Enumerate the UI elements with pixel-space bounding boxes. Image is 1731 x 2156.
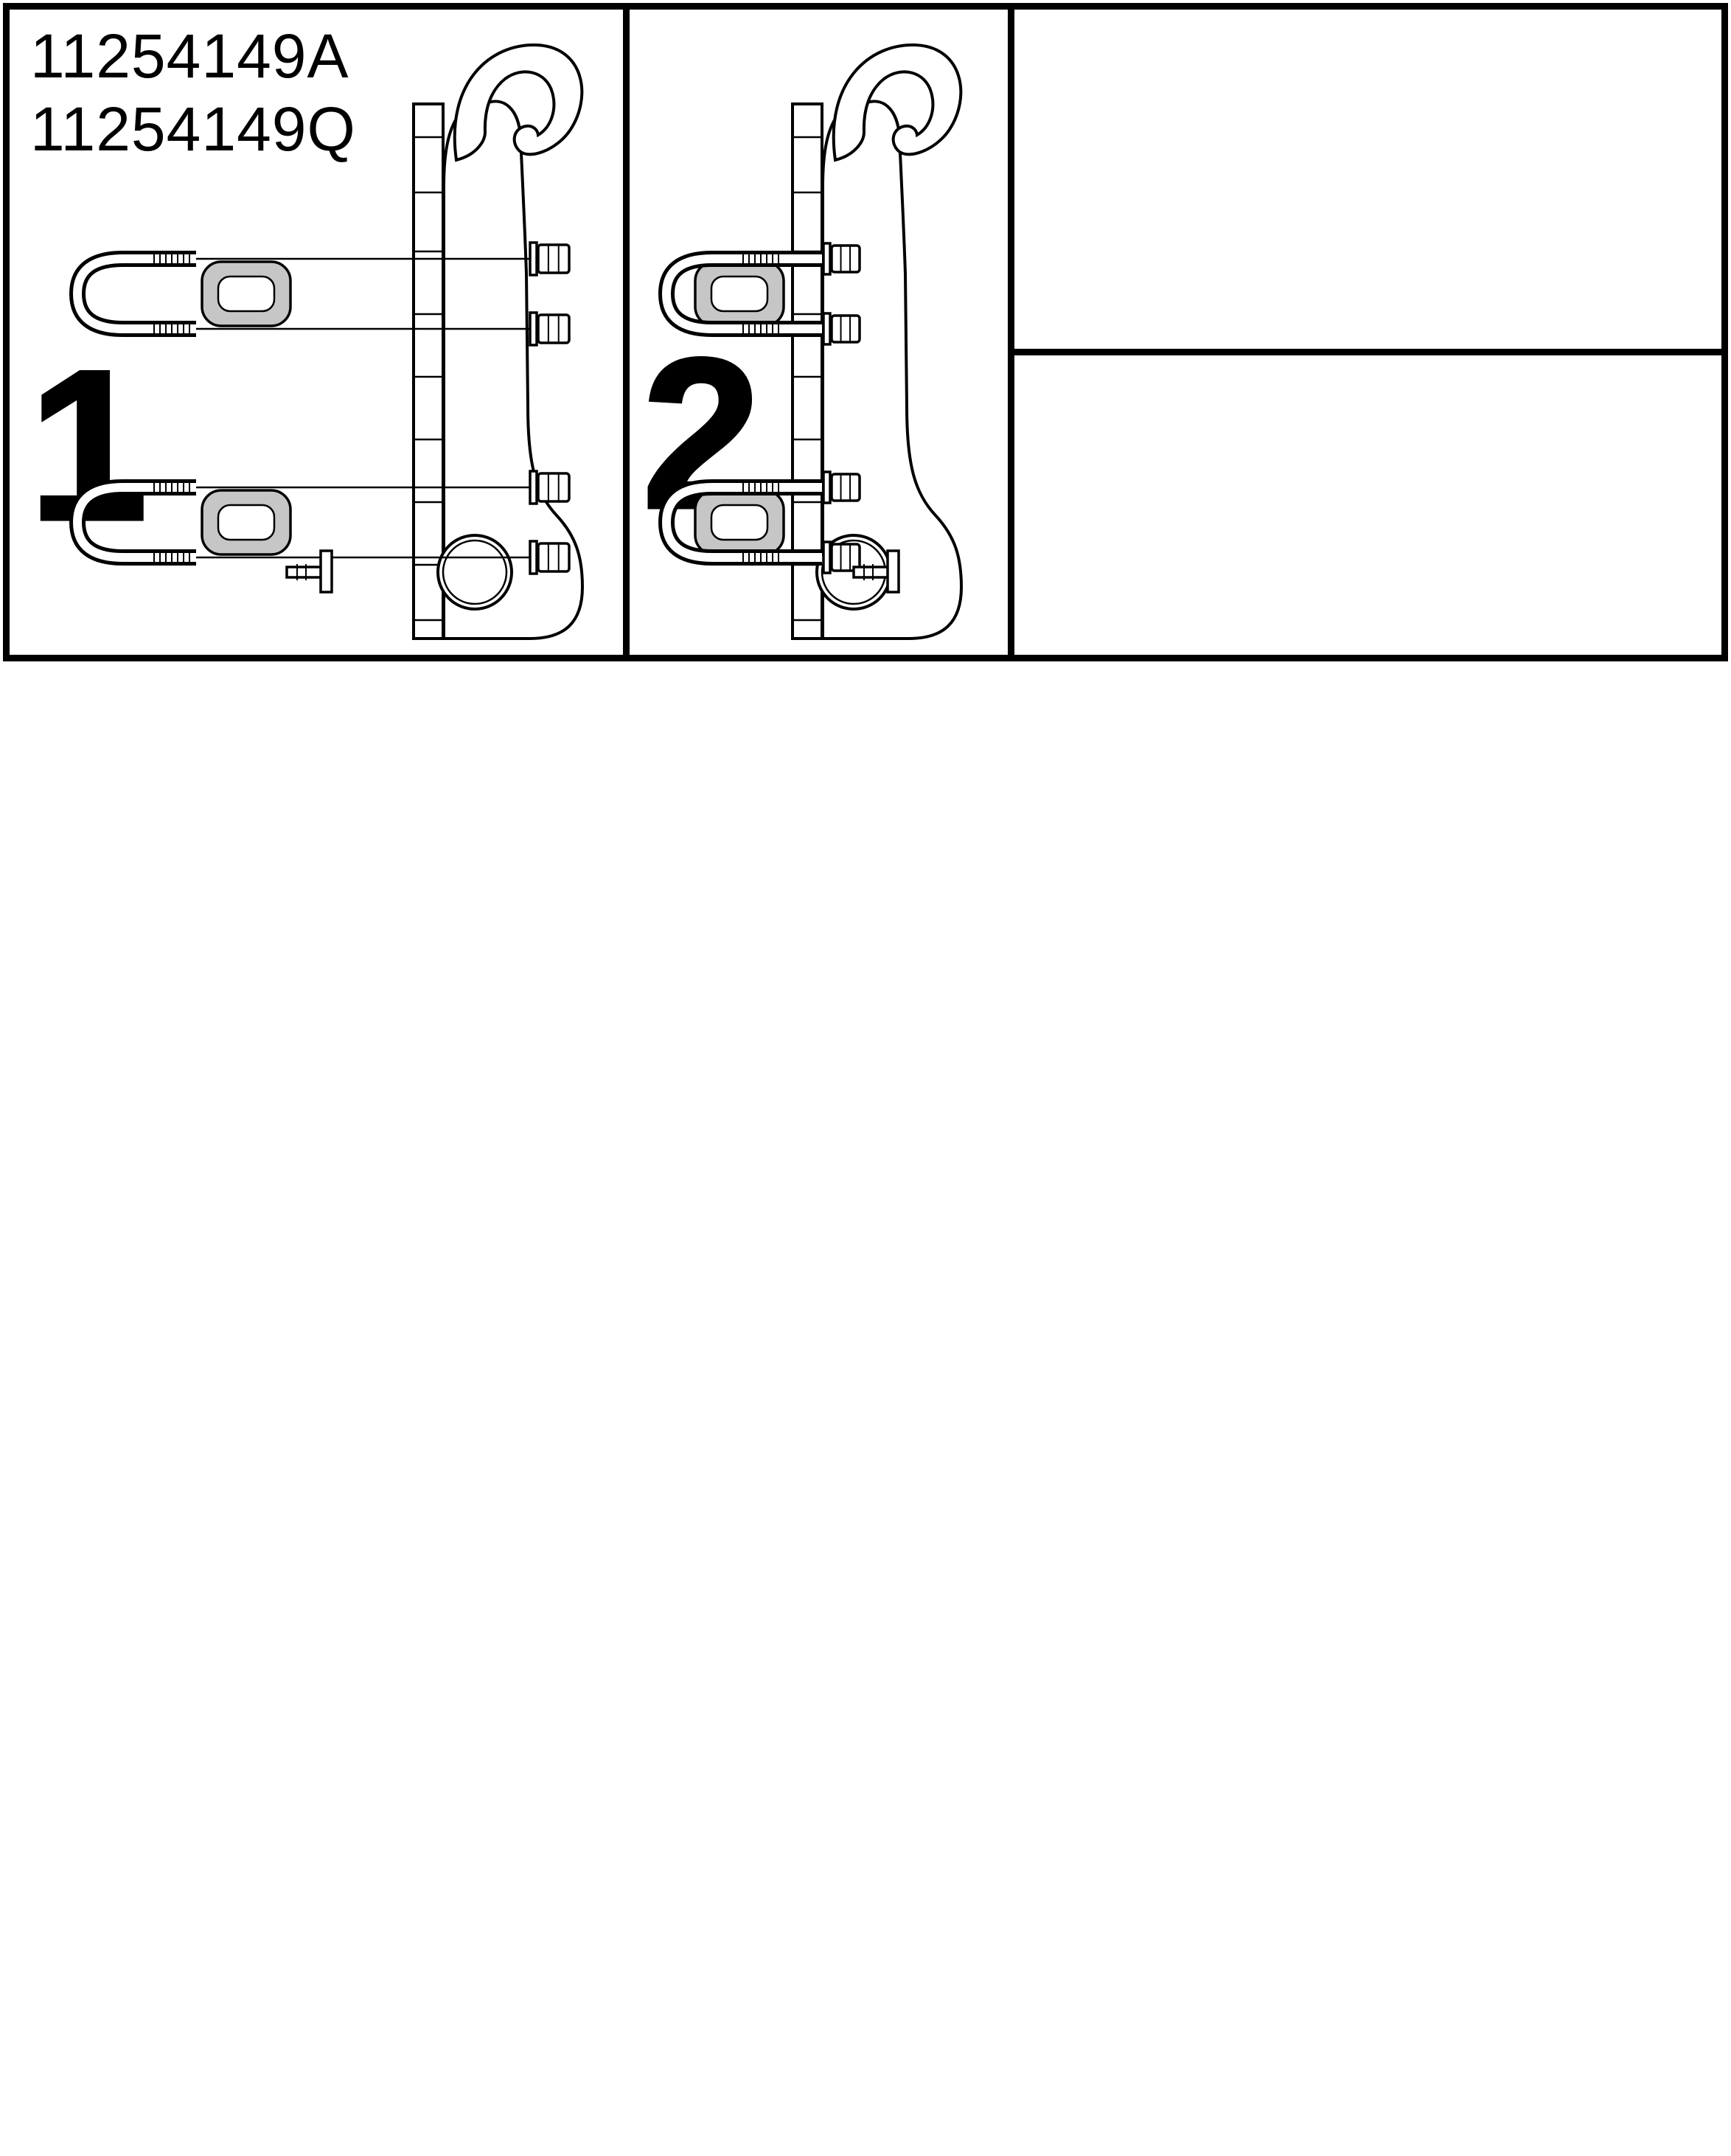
panel-divider [1008, 10, 1014, 655]
panel-divider [1008, 349, 1721, 355]
exploded-parts-diagram [69, 43, 585, 640]
panel-divider [623, 10, 630, 655]
assembled-parts-diagram [658, 43, 964, 640]
part-number: 11254149A [30, 21, 349, 91]
step-number: 1 [27, 326, 149, 565]
part-number: 11254149Q [30, 94, 356, 164]
